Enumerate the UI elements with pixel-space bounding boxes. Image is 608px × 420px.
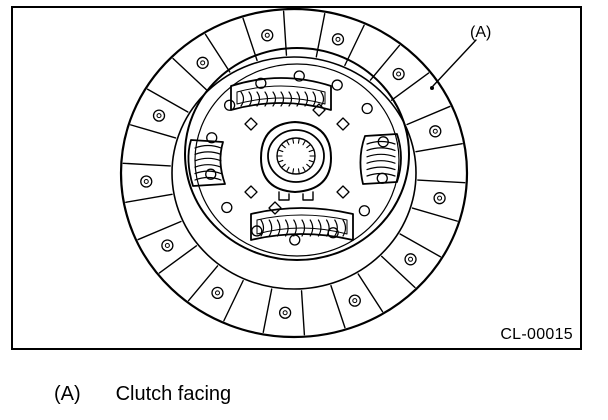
callout-leader — [432, 39, 477, 87]
splined-hub — [260, 121, 332, 201]
clutch-disc-drawing — [119, 8, 477, 339]
figure-code: CL-00015 — [500, 326, 573, 343]
facing-rivets — [140, 29, 446, 319]
damper-spring-bottom — [250, 207, 354, 241]
damper-spring-left — [187, 139, 226, 187]
damper-spring-top — [230, 77, 332, 111]
callout-label-a: (A) — [470, 24, 492, 41]
damper-spring-right — [359, 133, 402, 185]
legend-key: (A) — [54, 383, 81, 405]
legend-item: (A) Clutch facing — [54, 383, 231, 406]
clutch-disc-figure: (A) CL-00015 — [11, 6, 582, 350]
legend-label: Clutch facing — [115, 383, 232, 405]
clutch-facing — [119, 8, 469, 339]
facing-slots — [122, 10, 466, 336]
